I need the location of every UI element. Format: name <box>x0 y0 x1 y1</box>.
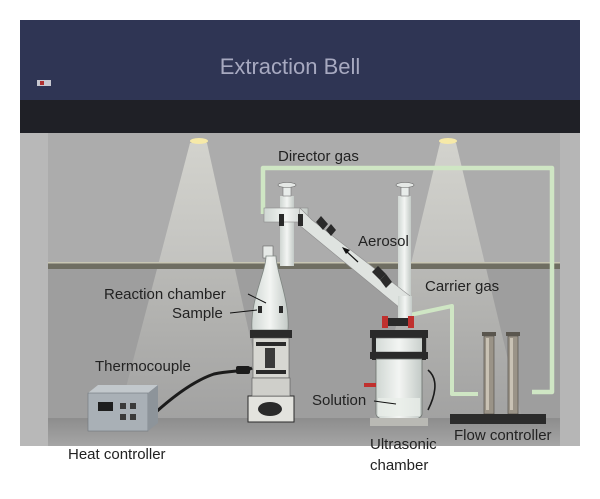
reaction-chamber-clamp <box>250 330 292 338</box>
leader-solution <box>373 400 397 405</box>
reaction-chamber <box>247 245 295 423</box>
label-reaction-chamber: Reaction chamber <box>104 286 226 303</box>
glass-tubing <box>263 182 415 328</box>
solution-inlet <box>364 383 376 387</box>
left-wall-panel <box>20 133 48 446</box>
leader-reaction-chamber <box>247 293 267 304</box>
label-flow-controller: Flow controller <box>454 427 552 444</box>
label-sample: Sample <box>172 305 223 322</box>
heat-controller-button-1 <box>120 403 126 409</box>
heat-controller-top <box>88 385 158 393</box>
leader-lines <box>229 293 397 405</box>
flowmeter-2-highlight <box>510 338 513 410</box>
flowmeter-1-cap <box>482 332 496 336</box>
sample-holder-right <box>279 306 283 313</box>
left-vertical-tube <box>280 196 294 266</box>
lab-jack-knob <box>258 402 282 416</box>
right-wall-panel <box>560 133 580 446</box>
indicator-red-dot <box>40 81 44 85</box>
heating-block-band-1 <box>256 342 286 346</box>
heat-controller <box>87 385 158 432</box>
label-ultrasonic-line1: Ultrasonic <box>370 436 437 453</box>
flowmeter-2-cap <box>506 332 520 336</box>
right-vertical-tube <box>398 196 411 304</box>
label-director-gas: Director gas <box>278 148 359 165</box>
aerosol-tube-clamps <box>279 214 392 288</box>
label-ultrasonic-line2: chamber <box>370 457 428 474</box>
lab-jack-upper <box>251 377 291 397</box>
heat-controller-display <box>98 402 113 411</box>
sash-rail-highlight <box>48 262 560 264</box>
hood-top-panel <box>20 20 580 100</box>
ultrasonic-rod-left <box>372 330 376 360</box>
thermocouple-plug <box>236 366 250 374</box>
director-gas-tube <box>260 165 555 395</box>
heat-controller-side <box>148 385 158 431</box>
ultrasonic-upper-glass <box>371 337 427 353</box>
heat-controller-body <box>87 392 149 432</box>
aerosol-arrowhead <box>342 247 350 254</box>
stopcock-left-handle <box>277 182 297 188</box>
heat-controller-button-3 <box>120 414 126 420</box>
ultrasonic-mid-flange <box>370 352 428 359</box>
carrier-gas-tube <box>409 304 478 396</box>
label-aerosol: Aerosol <box>358 233 409 250</box>
flow-controller-base <box>450 414 546 424</box>
hood-header: Extraction Bell <box>20 20 580 133</box>
ultrasonic-chamber <box>364 330 436 426</box>
heating-block-band-2 <box>256 370 286 374</box>
ultrasonic-base <box>370 418 428 426</box>
hood-title: Extraction Bell <box>220 54 361 79</box>
leader-sample <box>229 309 258 314</box>
heat-controller-button-2 <box>130 403 136 409</box>
seal-clamp <box>388 318 408 326</box>
director-gas-line <box>260 165 555 395</box>
label-thermocouple: Thermocouple <box>95 358 191 375</box>
sample-holder-left <box>258 306 262 313</box>
sash-rail <box>48 263 560 269</box>
aerosol-arrow <box>345 250 359 263</box>
seal-red-left <box>382 316 388 328</box>
ceiling-lamp-right <box>439 138 457 144</box>
flow-controller <box>450 332 546 424</box>
label-solution: Solution <box>312 392 366 409</box>
hood-dark-band <box>20 100 580 133</box>
flowmeter-1-highlight <box>486 338 489 410</box>
label-carrier-gas: Carrier gas <box>425 278 499 295</box>
seal-red-right <box>408 316 414 328</box>
light-beam-left <box>118 143 268 418</box>
ultrasonic-rod-right <box>422 330 426 360</box>
heat-controller-button-4 <box>130 414 136 420</box>
ultrasonic-top-flange <box>370 330 428 338</box>
solution-liquid <box>378 398 420 416</box>
thermocouple-probe <box>265 348 275 368</box>
ceiling-lamp-left <box>190 138 208 144</box>
labels: Director gas Aerosol Carrier gas Reactio… <box>68 148 552 474</box>
label-heat-controller: Heat controller <box>68 446 166 463</box>
stopcock-right-handle <box>395 182 415 188</box>
top-connector <box>263 207 309 223</box>
ultrasonic-cable <box>427 369 436 411</box>
